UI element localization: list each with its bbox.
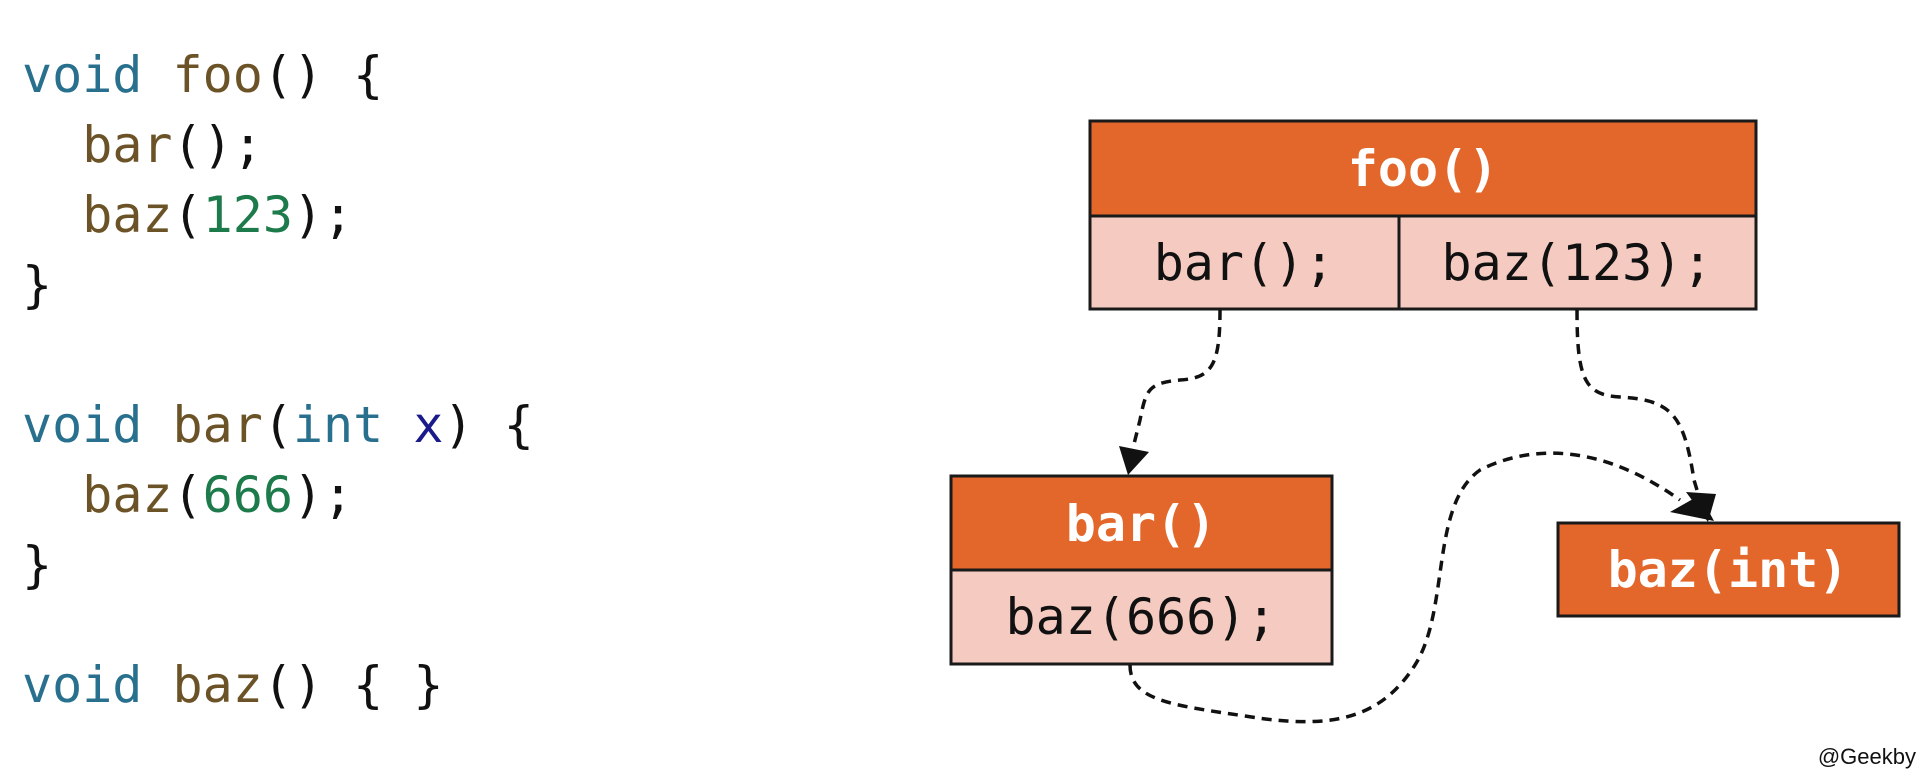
function-call-baz: baz: [82, 466, 173, 524]
code-line-foo-signature: void foo() {: [22, 40, 722, 110]
watermark-author: @Geekby: [1817, 744, 1916, 769]
number-literal: 666: [202, 466, 293, 524]
node-baz: baz(int): [1556, 521, 1901, 618]
function-name-baz: baz: [172, 656, 263, 714]
function-call-bar: bar: [82, 116, 173, 174]
code-line-bar-close: }: [22, 530, 722, 600]
code-line-foo-close: }: [22, 250, 722, 320]
punctuation: );: [292, 186, 354, 244]
edge-foo-to-baz: [1575, 309, 1702, 501]
function-name-bar: bar: [172, 396, 263, 454]
keyword-void: void: [22, 46, 143, 104]
punctuation: );: [292, 466, 354, 524]
edge-foo-to-bar: [1130, 309, 1222, 453]
node-bar-cell-baz-label: baz(666);: [1006, 588, 1277, 646]
node-foo-header: [1088, 119, 1758, 218]
punctuation: () { }: [262, 656, 444, 714]
node-baz-title: baz(int): [1608, 541, 1849, 599]
node-foo-cell-baz: [1397, 214, 1758, 311]
punctuation: (: [262, 396, 293, 454]
node-bar-cell-baz: [949, 568, 1334, 666]
edges: [1119, 309, 1716, 724]
closing-brace: }: [22, 256, 53, 314]
code-line-bar-signature: void bar(int x) {: [22, 390, 722, 460]
node-baz-header: [1556, 521, 1901, 618]
number-literal: 123: [202, 186, 293, 244]
keyword-void: void: [22, 656, 143, 714]
code-line-bar-call-baz: baz(666);: [22, 460, 722, 530]
node-foo-cell-bar-label: bar();: [1154, 234, 1335, 292]
function-name-foo: foo: [172, 46, 263, 104]
code-line-foo-call-baz: baz(123);: [22, 180, 722, 250]
node-bar: bar() baz(666);: [949, 474, 1334, 666]
parameter-x: x: [413, 396, 444, 454]
edge-bar-to-baz: [1128, 451, 1682, 724]
code-line-foo-call-bar: bar();: [22, 110, 722, 180]
node-bar-header: [949, 474, 1334, 572]
node-foo-title: foo(): [1348, 140, 1499, 198]
punctuation: (: [172, 466, 203, 524]
node-bar-title: bar(): [1066, 495, 1217, 553]
node-foo: foo() bar(); baz(123);: [1088, 119, 1758, 311]
function-call-baz: baz: [82, 186, 173, 244]
keyword-void: void: [22, 396, 143, 454]
code-listing: void foo() { bar(); baz(123); } void bar…: [22, 40, 722, 720]
keyword-int: int: [292, 396, 384, 454]
punctuation: ) {: [443, 396, 534, 454]
node-foo-cell-baz-label: baz(123);: [1442, 234, 1713, 292]
arrow-head-icon: [1670, 495, 1714, 521]
punctuation: ();: [172, 116, 263, 174]
arrow-head-icon: [1119, 446, 1149, 475]
punctuation: (: [172, 186, 203, 244]
punctuation: () {: [262, 46, 384, 104]
code-line-baz-signature: void baz() { }: [22, 650, 722, 720]
closing-brace: }: [22, 536, 53, 594]
